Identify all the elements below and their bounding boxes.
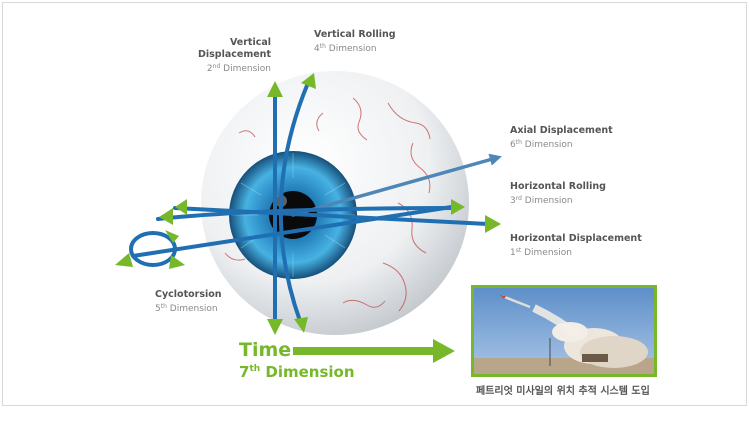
axial-displacement-title: Axial Displacement [510,125,613,136]
cyclotorsion-title: Cyclotorsion [155,289,222,300]
arrowheads-green [115,73,501,335]
horizontal-displacement-arrow-left [159,208,173,225]
label-vertical-displacement: Vertical Displacement 2nd Dimension [198,37,271,75]
vertical-displacement-title-2: Displacement [198,49,271,60]
vertical-displacement-dimension: 2nd Dimension [206,63,271,74]
vertical-displacement-arrow-down [267,319,283,335]
eye-dimensions-diagram [115,71,502,363]
axes-blue [129,81,502,323]
cyclotorsion-arrow-left [115,253,133,267]
vertical-rolling-arrow-up [301,73,316,89]
vertical-displacement-arrow-up [267,81,283,97]
vertical-displacement-title-1: Vertical [229,37,271,48]
horizontal-rolling-arrow-left [175,199,187,215]
missile-launch-photo [471,285,657,377]
time-label: Time [239,339,292,361]
label-vertical-rolling: Vertical Rolling 4th Dimension [314,29,396,55]
horizontal-displacement-arrow-right [485,215,501,233]
photo-caption: 페트리엇 미사일의 위치 추적 시스템 도입 [476,386,650,397]
horizontal-rolling-dimension: 3rd Dimension [510,195,573,206]
label-horizontal-rolling: Horizontal Rolling 3rd Dimension [510,181,606,207]
vertical-rolling-arrow-down [294,317,308,333]
label-horizontal-displacement: Horizontal Displacement 1st Dimension [510,233,642,259]
label-cyclotorsion: Cyclotorsion 5th Dimension [155,289,222,315]
horizontal-displacement-dimension: 1st Dimension [510,247,572,258]
axial-displacement-axis [291,153,502,217]
cyclotorsion-dimension: 5th Dimension [155,303,218,314]
time-dimension-label: 7th Dimension [239,363,355,381]
horizontal-rolling-title: Horizontal Rolling [510,181,606,192]
cyclotorsion-arrow-right [169,255,185,269]
horizontal-rolling-arrow-right [451,199,465,215]
vertical-rolling-dimension: 4th Dimension [314,43,377,54]
time-arrow [293,339,455,363]
label-axial-displacement: Axial Displacement 6th Dimension [510,125,613,151]
vertical-rolling-title: Vertical Rolling [314,29,396,40]
diagram-frame: Vertical Displacement 2nd Dimension Vert… [2,2,747,406]
cyclotorsion-arrow-loop [165,230,179,243]
missile-launch-image [474,288,654,374]
blood-vessels [224,97,431,312]
axial-displacement-dimension: 6th Dimension [510,139,573,150]
horizontal-displacement-title: Horizontal Displacement [510,233,642,244]
